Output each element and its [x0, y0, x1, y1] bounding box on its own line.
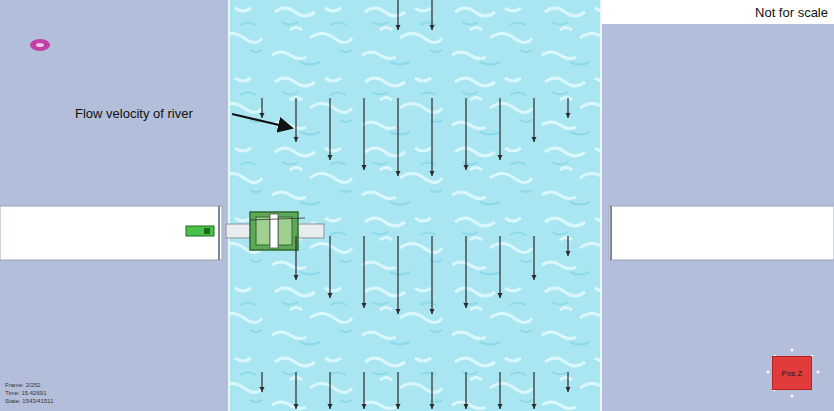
flow-arrowhead — [362, 165, 367, 170]
flow-arrowhead — [294, 137, 299, 142]
button-text: Pos Z — [782, 369, 803, 378]
flow-arrow — [465, 98, 466, 170]
flow-arrowhead — [464, 165, 469, 170]
flow-arrow — [363, 372, 364, 409]
flow-arrowhead — [362, 303, 367, 308]
flow-arrowhead — [566, 113, 571, 118]
callout-label: Flow velocity of river — [75, 106, 193, 121]
flow-arrowhead — [362, 404, 367, 409]
scale-note: Not for scale — [755, 5, 828, 20]
flow-arrowhead — [294, 404, 299, 409]
flow-arrowhead — [328, 293, 333, 298]
flow-arrow — [499, 372, 500, 409]
control-button: Pos Z — [772, 356, 812, 390]
flow-arrow — [431, 98, 432, 176]
flow-arrow — [465, 372, 466, 409]
flow-arrow — [329, 98, 330, 160]
flow-arrowhead — [566, 387, 571, 392]
status-text: Frame: 2/252 — [5, 382, 41, 388]
flow-arrow — [295, 98, 296, 142]
flow-arrow — [465, 236, 466, 308]
status-text: State: 1543/41511 — [5, 398, 54, 404]
flow-arrow — [533, 98, 534, 142]
flow-arrowhead — [498, 293, 503, 298]
flow-arrowhead — [396, 309, 401, 314]
flow-arrowhead — [294, 275, 299, 280]
flow-arrowhead — [532, 137, 537, 142]
flow-arrowhead — [430, 404, 435, 409]
flow-arrowhead — [498, 404, 503, 409]
flow-arrow — [329, 236, 330, 298]
flow-arrowhead — [396, 171, 401, 176]
flow-arrowhead — [498, 155, 503, 160]
flow-arrowhead — [260, 387, 265, 392]
flow-arrow — [499, 98, 500, 160]
flow-arrowhead — [532, 404, 537, 409]
flow-arrow — [363, 98, 364, 170]
flow-arrow — [431, 236, 432, 314]
flow-arrowhead — [464, 303, 469, 308]
flow-arrowhead — [430, 25, 435, 30]
flow-vectors — [260, 0, 571, 409]
flow-arrow — [397, 372, 398, 409]
flow-arrowhead — [566, 251, 571, 256]
flow-arrowhead — [430, 309, 435, 314]
flow-arrow — [295, 236, 296, 280]
flow-arrow — [533, 372, 534, 409]
flow-arrow — [363, 236, 364, 308]
flow-arrowhead — [328, 155, 333, 160]
flow-arrow — [295, 372, 296, 409]
flow-arrowhead — [328, 404, 333, 409]
flow-arrow — [397, 236, 398, 314]
flow-arrow — [329, 372, 330, 409]
flow-arrow — [397, 98, 398, 176]
flow-arrowhead — [430, 171, 435, 176]
flow-arrowhead — [260, 113, 265, 118]
status-text: Time: 15.42691 — [5, 390, 46, 396]
flow-arrowhead — [532, 275, 537, 280]
flow-arrowhead — [396, 25, 401, 30]
flow-arrow — [533, 236, 534, 280]
flow-arrow — [431, 372, 432, 409]
flow-arrowhead — [464, 404, 469, 409]
flow-arrow — [499, 236, 500, 298]
flow-arrowhead — [396, 404, 401, 409]
